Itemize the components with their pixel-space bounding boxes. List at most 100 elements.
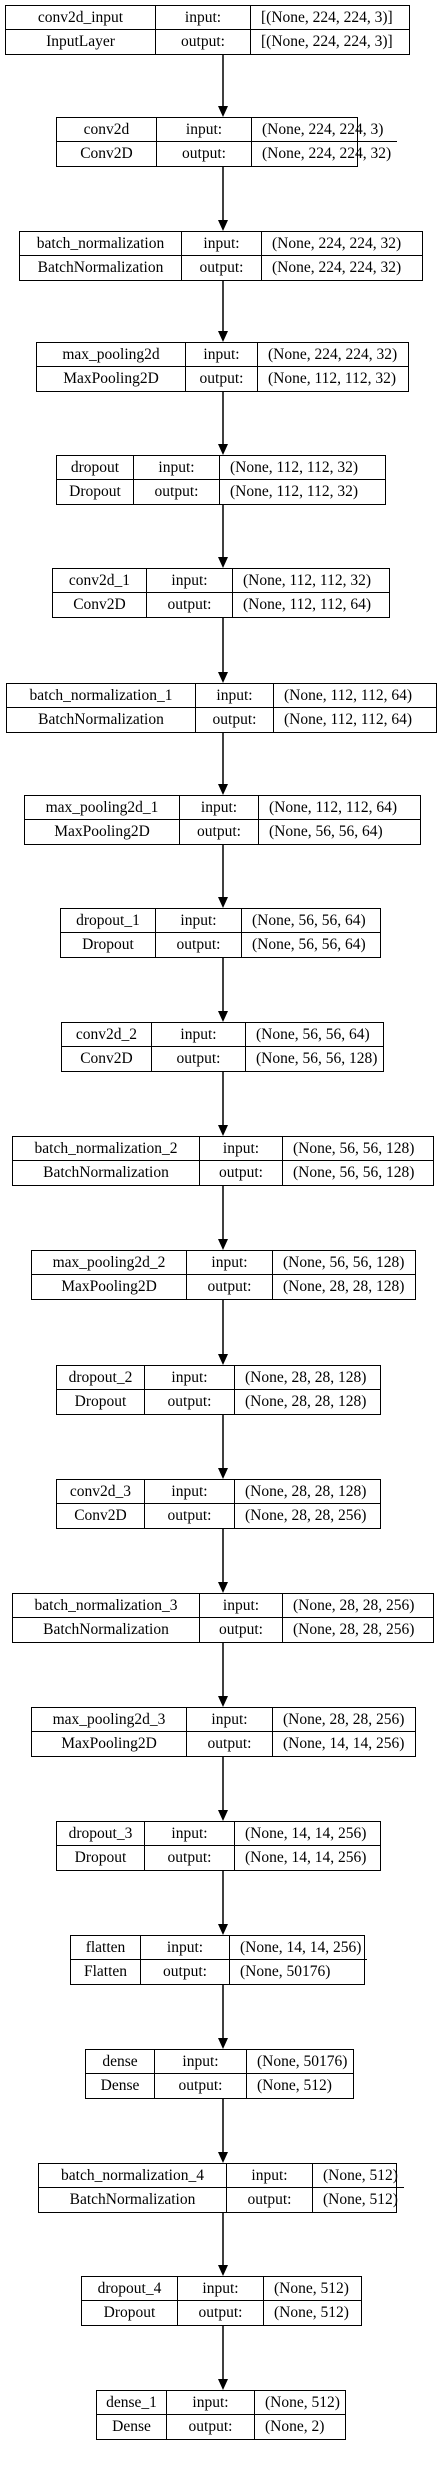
output-label: output: bbox=[134, 480, 220, 504]
input-shape: (None, 14, 14, 256) bbox=[230, 1936, 368, 1960]
input-label: input: bbox=[156, 6, 251, 30]
input-label: input: bbox=[145, 1822, 235, 1846]
output-shape: (None, 224, 224, 32) bbox=[262, 145, 392, 163]
layer-type: Dense bbox=[97, 2415, 167, 2439]
input-label: input: bbox=[141, 1936, 230, 1960]
arrowhead-icon bbox=[218, 1810, 228, 1821]
layer-name: conv2d_1 bbox=[53, 569, 147, 593]
output-label: output: bbox=[200, 1618, 283, 1642]
input-label: input: bbox=[147, 569, 233, 593]
arrowhead-icon bbox=[218, 1924, 228, 1935]
input-shape: (None, 112, 112, 64) bbox=[274, 684, 436, 708]
layer-name: max_pooling2d_3 bbox=[32, 1708, 187, 1732]
layer-name: max_pooling2d_1 bbox=[25, 796, 180, 820]
input-shape: (None, 56, 56, 64) bbox=[242, 909, 380, 933]
arrowhead-icon bbox=[218, 672, 228, 683]
output-shape: (None, 28, 28, 128) bbox=[245, 1393, 367, 1411]
input-label: input: bbox=[196, 684, 274, 708]
arrowhead-icon bbox=[218, 1354, 228, 1365]
output-label: output: bbox=[156, 30, 251, 54]
layer-name: conv2d_input bbox=[6, 6, 156, 30]
output-shape: (None, 512) bbox=[257, 2077, 332, 2095]
layer-type: Conv2D bbox=[62, 1047, 152, 1071]
layer-name: conv2d_3 bbox=[57, 1480, 145, 1504]
layer-name: batch_normalization_2 bbox=[13, 1137, 200, 1161]
output-shape: (None, 112, 112, 32) bbox=[230, 483, 358, 501]
input-shape: (None, 112, 112, 64) bbox=[259, 796, 420, 820]
output-label: output: bbox=[145, 1846, 235, 1870]
input-label: input: bbox=[178, 2277, 264, 2301]
input-shape: (None, 14, 14, 256) bbox=[235, 1822, 380, 1846]
output-label: output: bbox=[156, 933, 242, 957]
input-shape: (None, 50176) bbox=[247, 2050, 354, 2074]
layer-name: dropout_3 bbox=[57, 1822, 145, 1846]
output-shape: (None, 224, 224, 32) bbox=[272, 259, 402, 277]
output-shape: (None, 112, 112, 32) bbox=[268, 370, 396, 388]
input-shape: (None, 56, 56, 64) bbox=[246, 1023, 384, 1047]
output-shape: (None, 56, 56, 128) bbox=[256, 1050, 378, 1068]
input-label: input: bbox=[227, 2164, 313, 2188]
input-shape: (None, 224, 224, 32) bbox=[258, 343, 408, 367]
layer-type: Flatten bbox=[71, 1960, 141, 1984]
input-label: input: bbox=[134, 456, 220, 480]
output-label: output: bbox=[200, 1161, 283, 1185]
input-label: input: bbox=[187, 1708, 273, 1732]
layer-name: max_pooling2d_2 bbox=[32, 1251, 187, 1275]
arrowhead-icon bbox=[218, 106, 228, 117]
input-label: input: bbox=[145, 1480, 235, 1504]
layer-name: conv2d bbox=[57, 118, 157, 142]
output-shape: (None, 56, 56, 64) bbox=[252, 936, 366, 954]
input-label: input: bbox=[187, 1251, 273, 1275]
arrowhead-icon bbox=[218, 220, 228, 231]
layer-type: MaxPooling2D bbox=[32, 1275, 187, 1299]
output-shape: (None, 56, 56, 128) bbox=[293, 1164, 415, 1182]
layer-type: Conv2D bbox=[57, 142, 157, 166]
input-shape: (None, 112, 112, 32) bbox=[233, 569, 389, 593]
arrowhead-icon bbox=[218, 1468, 228, 1479]
input-shape: (None, 28, 28, 128) bbox=[235, 1366, 380, 1390]
output-label: output: bbox=[152, 1047, 246, 1071]
input-shape: (None, 28, 28, 128) bbox=[235, 1480, 380, 1504]
arrowhead-icon bbox=[218, 2265, 228, 2276]
arrowhead-icon bbox=[218, 2038, 228, 2049]
input-label: input: bbox=[145, 1366, 235, 1390]
layer-type: Dropout bbox=[57, 1846, 145, 1870]
layer-type: BatchNormalization bbox=[39, 2188, 227, 2212]
layer-name: batch_normalization bbox=[20, 232, 182, 256]
layer-type: Dense bbox=[86, 2074, 155, 2098]
layer-type: Dropout bbox=[57, 1390, 145, 1414]
input-shape: (None, 28, 28, 256) bbox=[273, 1708, 415, 1732]
